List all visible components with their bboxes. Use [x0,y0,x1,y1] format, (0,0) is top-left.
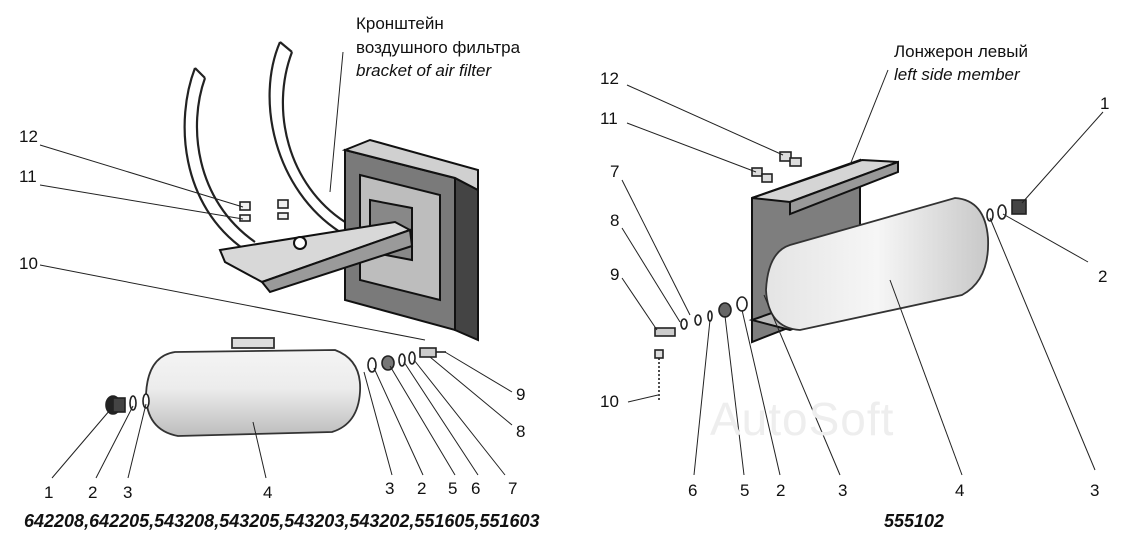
right-callout-10: 10 [600,392,619,411]
left-callout-4: 4 [263,483,273,502]
right-callout-12: 12 [600,69,619,88]
left-callout-1: 1 [44,483,54,502]
left-receiver-tank [145,337,361,437]
right-callout-9: 9 [610,265,620,284]
left-callout-6: 6 [471,479,481,498]
right-model-list: 555102 [884,511,945,531]
left-leader-lines [39,51,513,479]
left-callout-7: 7 [508,479,518,498]
left-fittings [105,347,446,415]
right-callout-5: 5 [740,481,750,500]
left-model-list: 642208,642205,543208,543205,543203,54320… [24,511,540,531]
right-leader-lines [621,69,1104,476]
left-title-en: bracket of air filter [356,61,492,80]
air-filter-straps [183,41,346,260]
right-callout-2: 2 [1098,267,1108,286]
left-callout-2: 2 [88,483,98,502]
right-callout-11: 11 [600,109,618,128]
right-callout-7: 7 [610,162,620,181]
left-nuts [239,199,289,222]
left-callout-3b: 3 [385,479,395,498]
left-callout-12: 12 [19,127,38,146]
left-callout-8: 8 [516,422,526,441]
left-callout-5: 5 [448,479,458,498]
right-receiver-tank [765,197,989,331]
right-title-ru: Лонжерон левый [894,42,1028,61]
right-callout-8: 8 [610,211,620,230]
left-title-ru-line2: воздушного фильтра [356,38,521,57]
right-callout-3: 3 [1090,481,1100,500]
right-fittings [654,151,1027,400]
right-callout-2b: 2 [776,481,786,500]
right-callout-3b: 3 [838,481,848,500]
right-callout-4: 4 [955,481,965,500]
right-callout-1: 1 [1100,94,1110,113]
left-callout-2b: 2 [417,479,427,498]
left-title-ru-line1: Кронштейн [356,14,444,33]
watermark: AutoSoft [710,393,895,445]
left-callout-11: 11 [19,167,37,186]
left-callout-3: 3 [123,483,133,502]
right-callout-6: 6 [688,481,698,500]
right-title-en: left side member [894,65,1020,84]
air-filter-bracket [218,138,479,342]
left-callout-9: 9 [516,385,526,404]
left-callout-10: 10 [19,254,38,273]
